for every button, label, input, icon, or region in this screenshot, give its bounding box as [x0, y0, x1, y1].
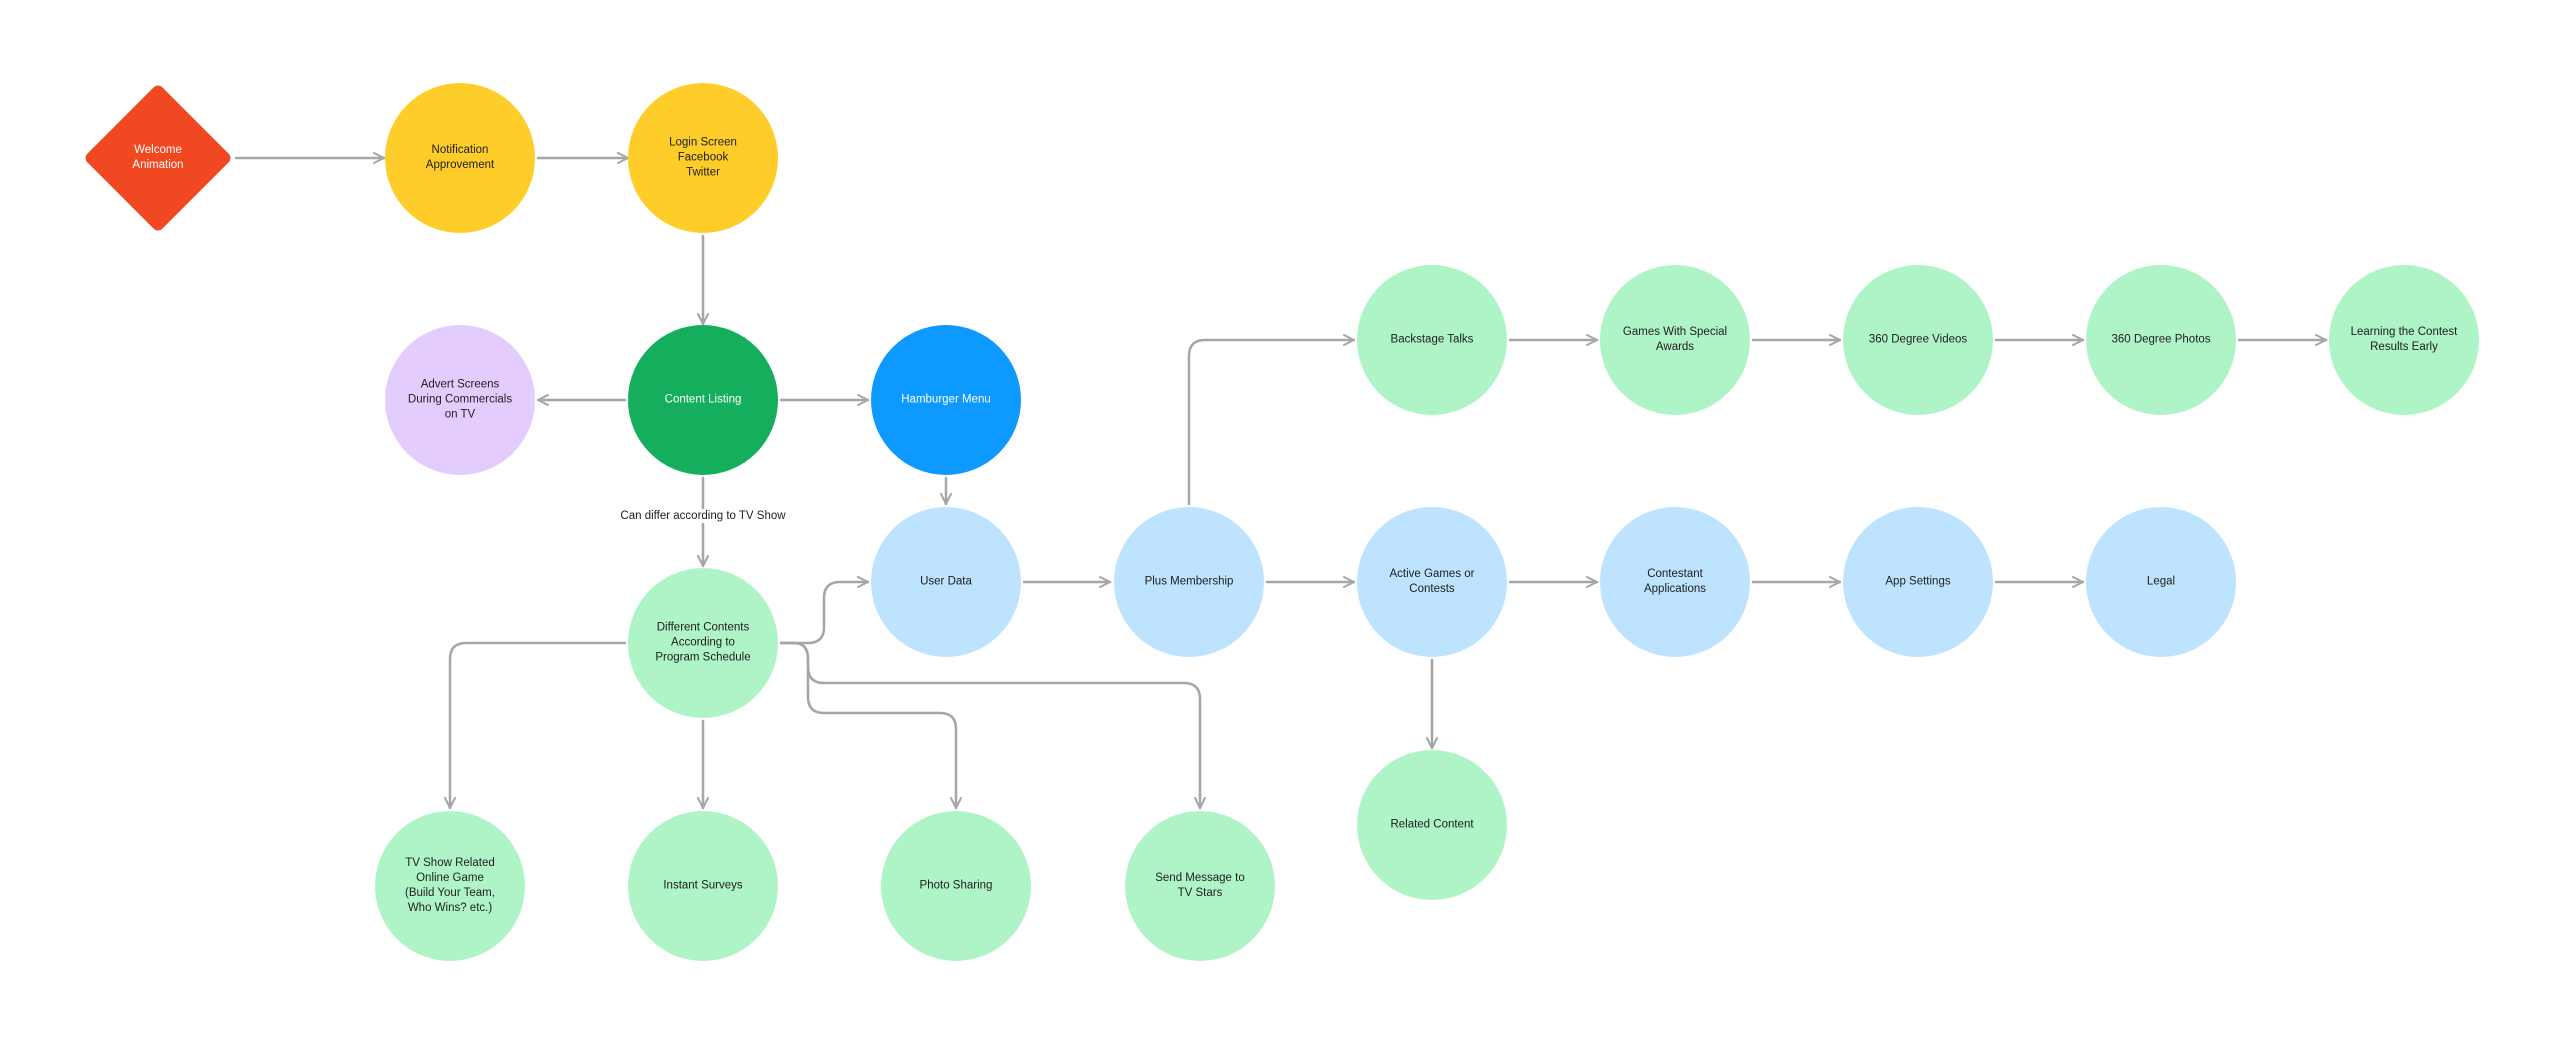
edge-plus-membership-to-backstage	[1187, 334, 1356, 506]
node-hamburger-menu[interactable]	[871, 325, 1021, 475]
edge-label-listing-to-contents: Can differ according to TV Show	[616, 509, 790, 523]
node-login-screen[interactable]	[628, 83, 778, 233]
node-user-data[interactable]	[871, 507, 1021, 657]
node-content-listing[interactable]	[628, 325, 778, 475]
node-photo-sharing[interactable]	[881, 811, 1031, 961]
edge-different-contents-to-send-message	[779, 641, 1206, 810]
node-advert-screens[interactable]	[385, 325, 535, 475]
node-related-content[interactable]	[1357, 750, 1507, 900]
node-plus-membership[interactable]	[1114, 507, 1264, 657]
node-instant-surveys[interactable]	[628, 811, 778, 961]
node-notification-approvement[interactable]	[385, 83, 535, 233]
node-send-message[interactable]	[1125, 811, 1275, 961]
node-app-settings[interactable]	[1843, 507, 1993, 657]
node-active-games[interactable]	[1357, 507, 1507, 657]
node-legal[interactable]	[2086, 507, 2236, 657]
node-tv-show-online-game[interactable]	[375, 811, 525, 961]
node-backstage-talks[interactable]	[1357, 265, 1507, 415]
node-games-special-awards[interactable]	[1600, 265, 1750, 415]
node-learning-contest-results[interactable]	[2329, 265, 2479, 415]
node-360-degree-photos[interactable]	[2086, 265, 2236, 415]
edge-different-contents-to-tv-show-game	[444, 641, 627, 810]
edge-different-contents-to-user-data	[779, 576, 870, 645]
node-different-contents[interactable]	[628, 568, 778, 718]
node-contestant-applications[interactable]	[1600, 507, 1750, 657]
node-360-degree-videos[interactable]	[1843, 265, 1993, 415]
